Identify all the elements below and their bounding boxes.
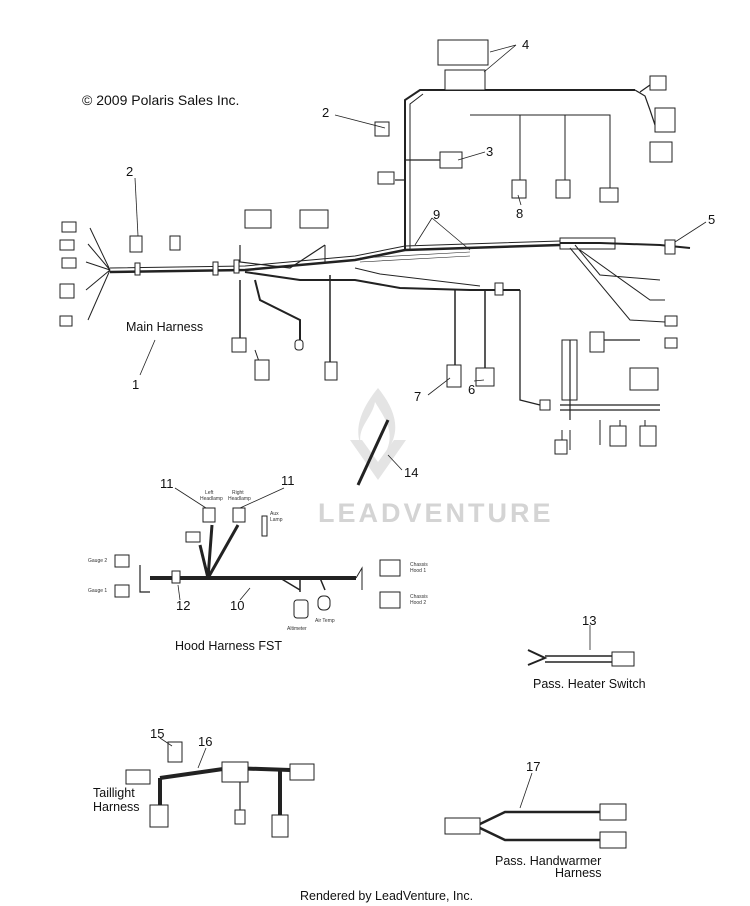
caption-heater-switch: Pass. Heater Switch bbox=[533, 677, 646, 691]
caption-handwarmer-line1: Pass. Handwarmer bbox=[495, 854, 601, 868]
footer-text: Rendered by LeadVenture, Inc. bbox=[300, 889, 473, 903]
label-left-headlamp-1: Left bbox=[205, 490, 214, 496]
callout-2b: 2 bbox=[322, 105, 329, 120]
taillight-harness bbox=[125, 741, 315, 838]
label-left-headlamp-2: Headlamp bbox=[200, 496, 223, 502]
callout-6: 6 bbox=[468, 382, 475, 397]
callout-4: 4 bbox=[522, 37, 529, 52]
callout-14: 14 bbox=[404, 465, 418, 480]
callout-10: 10 bbox=[230, 598, 244, 613]
label-gauge1: Gauge 1 bbox=[88, 588, 107, 594]
callout-8: 8 bbox=[516, 206, 523, 221]
callout-numbers: 1 2 2 3 4 5 6 7 8 9 10 11 11 12 13 14 15… bbox=[126, 37, 715, 774]
main-harness-connectors bbox=[59, 39, 678, 455]
handwarmer-harness bbox=[444, 803, 627, 849]
callout-15: 15 bbox=[150, 726, 164, 741]
label-chassis-hood2-1: Chassis bbox=[410, 594, 428, 600]
watermark-text: LEADVENTURE bbox=[318, 498, 554, 528]
label-air-temp: Air Temp bbox=[315, 618, 335, 624]
hood-harness bbox=[139, 524, 363, 593]
caption-handwarmer-line2: Harness bbox=[555, 866, 602, 880]
label-chassis-hood1-1: Chassis bbox=[410, 562, 428, 568]
caption-taillight-line2: Harness bbox=[93, 800, 140, 814]
callout-2a: 2 bbox=[126, 164, 133, 179]
label-aux-lamp-2: Lamp bbox=[270, 517, 283, 523]
caption-hood-harness: Hood Harness FST bbox=[175, 639, 282, 653]
hood-harness-connectors bbox=[114, 507, 401, 619]
label-altimeter: Altimeter bbox=[287, 626, 307, 632]
callout-3: 3 bbox=[486, 144, 493, 159]
ground-wire-14 bbox=[356, 419, 390, 486]
callout-1: 1 bbox=[132, 377, 139, 392]
leader-lines bbox=[134, 44, 707, 809]
watermark: LEADVENTURE bbox=[318, 388, 554, 528]
captions: Main Harness Hood Harness FST Pass. Heat… bbox=[93, 320, 646, 880]
heater-switch-harness bbox=[527, 649, 635, 667]
caption-main-harness: Main Harness bbox=[126, 320, 203, 334]
label-chassis-hood2-2: Hood 2 bbox=[410, 600, 426, 606]
main-harness bbox=[85, 84, 691, 450]
copyright-text: © 2009 Polaris Sales Inc. bbox=[82, 92, 239, 108]
callout-17: 17 bbox=[526, 759, 540, 774]
callout-11b: 11 bbox=[281, 473, 295, 488]
label-aux-lamp-1: Aux bbox=[270, 511, 279, 517]
label-chassis-hood1-2: Hood 1 bbox=[410, 568, 426, 574]
callout-13: 13 bbox=[582, 613, 596, 628]
callout-16: 16 bbox=[198, 734, 212, 749]
label-gauge2: Gauge 2 bbox=[88, 558, 107, 564]
label-right-headlamp-2: Headlamp bbox=[228, 496, 251, 502]
callout-5: 5 bbox=[708, 212, 715, 227]
callout-11a: 11 bbox=[160, 476, 174, 491]
label-right-headlamp-1: Right bbox=[232, 490, 244, 496]
caption-taillight-line1: Taillight bbox=[93, 786, 135, 800]
callout-9: 9 bbox=[433, 207, 440, 222]
small-labels: Gauge 2 Gauge 1 Left Headlamp Right Head… bbox=[88, 490, 428, 632]
callout-12: 12 bbox=[176, 598, 190, 613]
callout-7: 7 bbox=[414, 389, 421, 404]
